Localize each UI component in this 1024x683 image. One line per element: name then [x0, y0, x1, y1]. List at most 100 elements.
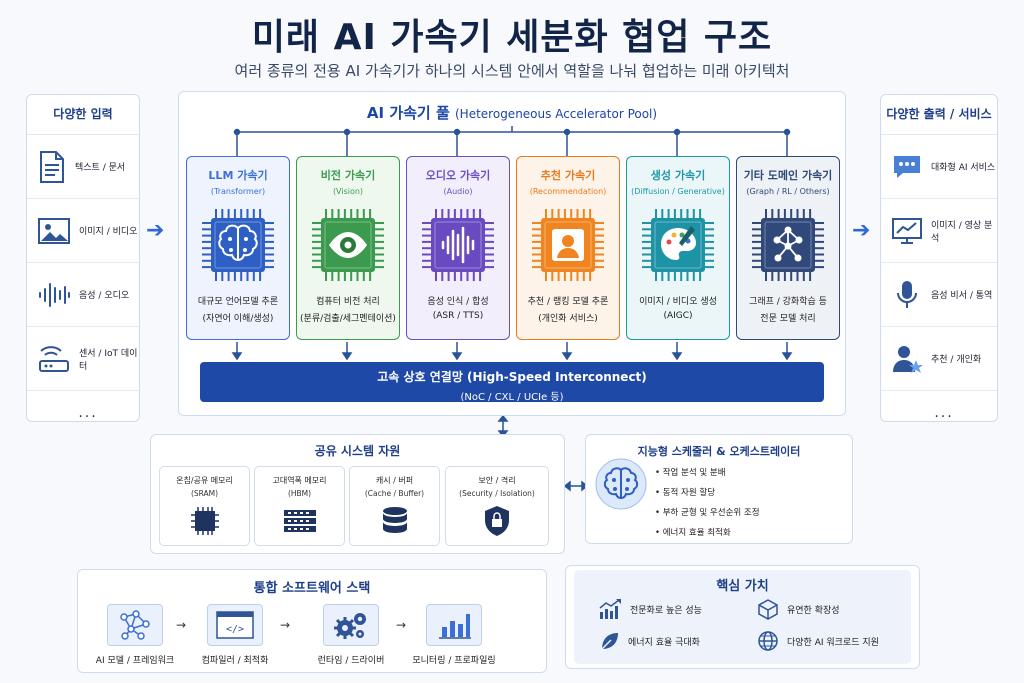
accelerator-en: (Vision)	[332, 187, 364, 196]
accelerator-name: 비전 가속기	[320, 169, 376, 182]
accelerator-card: LLM 가속기(Transformer) 대규모 언어모델 추론(자연어 이해/…	[186, 156, 290, 340]
accelerator-desc: 이미지 / 비디오 생성	[639, 297, 717, 307]
pool-shared-connector	[497, 416, 509, 436]
chip-icon	[529, 206, 607, 284]
accelerator-desc-sub: (자연어 이해/생성)	[202, 314, 274, 324]
value-label: 전문화로 높은 성능	[630, 605, 702, 616]
core-values-inner	[574, 570, 911, 664]
document-icon	[40, 150, 64, 183]
chip-icon	[749, 206, 827, 284]
more-dots: ...	[78, 405, 98, 421]
output-label: 추천 / 개인화	[931, 355, 982, 365]
chat-bubble-icon	[894, 155, 920, 178]
accelerator-desc-sub: 전문 모델 처리	[760, 314, 816, 324]
values-title: 핵심 가치	[716, 579, 769, 594]
eye-icon	[312, 209, 384, 281]
palette-icon	[642, 209, 714, 281]
code-window-icon: </>	[216, 611, 254, 639]
resource-label: 온칩/공유 메모리	[176, 476, 233, 485]
output-item-voice: 음성 비서 / 통역	[881, 263, 997, 327]
accelerator-desc: 컴퓨터 비전 처리	[316, 297, 380, 307]
outputs-title: 다양한 출력 / 서비스	[881, 95, 997, 135]
output-item-chat: 대화형 AI 서비스	[881, 135, 997, 199]
interconnect-sub: (NoC / CXL / UCIe 등)	[460, 392, 564, 403]
value-label: 유연한 확장성	[787, 605, 840, 616]
sw-label: AI 모델 / 프레임워크	[95, 656, 175, 666]
waveform-icon	[422, 209, 494, 281]
accelerator-name: 생성 가속기	[650, 169, 706, 182]
pool-bus-lines	[233, 126, 791, 156]
accelerator-name: 오디오 가속기	[425, 169, 491, 182]
resource-sub: (SRAM)	[190, 489, 219, 498]
accelerator-name: 추천 가속기	[540, 169, 596, 182]
resource-label: 캐시 / 버퍼	[375, 476, 414, 485]
sw-box-monitor	[426, 604, 482, 646]
router-icon	[39, 345, 69, 372]
brain-icon	[202, 209, 274, 281]
input-item-sensor: 센서 / IoT 데이터	[27, 327, 139, 391]
svg-text:</>: </>	[226, 624, 244, 635]
accelerator-name: 기타 도메인 가속기	[743, 169, 833, 182]
sw-box-runtime	[323, 604, 379, 646]
orchestrator-item: 에너지 효율 최적화	[655, 526, 760, 538]
input-item-audio: 음성 / 오디오	[27, 263, 139, 327]
output-item-recommend: 추천 / 개인화	[881, 327, 997, 391]
user-star-icon	[893, 345, 923, 373]
orchestrator-item: 부하 균형 및 우선순위 조정	[655, 506, 760, 518]
outputs-panel: 다양한 출력 / 서비스 대화형 AI 서비스 이미지 / 영상 분석 음성 비…	[880, 94, 998, 422]
resource-hbm: 고대역폭 메모리 (HBM)	[254, 466, 345, 546]
sw-box-compiler: </>	[207, 604, 263, 646]
accelerator-en: (Recommendation)	[529, 187, 607, 196]
database-icon	[382, 507, 407, 533]
accelerator-card: 오디오 가속기(Audio) 음성 인식 / 합성(ASR / TTS)	[406, 156, 510, 340]
sw-label: 런타임 / 드라이버	[317, 656, 385, 666]
cube-network-icon	[758, 599, 778, 620]
image-icon	[38, 217, 70, 244]
input-label: 음성 / 오디오	[79, 291, 130, 301]
sw-label: 모니터링 / 프로파일링	[412, 656, 496, 666]
more-dots: ...	[934, 405, 954, 421]
value-item: 전문화로 높은 성능	[598, 598, 702, 620]
input-item-more: ...	[27, 391, 139, 435]
pool-title-en: (Heterogeneous Accelerator Pool)	[455, 107, 658, 121]
resource-sub: (Security / Isolation)	[459, 489, 535, 498]
output-label: 대화형 AI 서비스	[931, 163, 996, 173]
accelerator-desc-sub: (개인화 서비스)	[538, 314, 598, 324]
value-label: 다양한 AI 워크로드 지원	[787, 637, 879, 648]
shared-orch-connector	[565, 480, 587, 492]
resource-cache: 캐시 / 버퍼 (Cache / Buffer)	[349, 466, 440, 546]
accelerator-en: (Audio)	[443, 187, 473, 196]
accelerator-en: (Diffusion / Generative)	[631, 187, 725, 196]
accelerator-desc-sub: (분류/검출/세그멘테이션)	[300, 314, 396, 324]
output-label: 음성 비서 / 통역	[931, 291, 993, 301]
chip-icon	[199, 206, 277, 284]
output-item-more: ...	[881, 391, 997, 435]
accelerator-desc: 음성 인식 / 합성	[427, 297, 489, 307]
accelerator-desc: 그래프 / 강화학습 등	[749, 297, 827, 307]
accelerator-card: 생성 가속기 (Diffusion / Generative) 이미지 / 비디오…	[626, 156, 730, 340]
globe-icon	[758, 631, 778, 651]
waveform-icon	[39, 282, 70, 307]
memory-stack-icon	[283, 510, 316, 532]
chip-icon	[190, 507, 219, 535]
input-label: 이미지 / 비디오	[79, 227, 138, 237]
chip-icon	[309, 206, 387, 284]
inputs-panel: 다양한 입력 텍스트 / 문서 이미지 / 비디오 음성 / 오디오 센서 / …	[26, 94, 140, 422]
brain-circuit-icon	[595, 458, 647, 510]
interconnect-title: 고속 상호 연결망 (High-Speed Interconnect)	[377, 370, 647, 384]
graph-icon	[752, 209, 824, 281]
accelerator-card: 기타 도메인 가속기(Graph / RL / Others) 그래프 / 강화…	[736, 156, 840, 340]
sw-box-model	[107, 604, 163, 646]
interconnect-bar: 고속 상호 연결망 (High-Speed Interconnect) (NoC…	[200, 362, 824, 403]
resource-sub: (Cache / Buffer)	[364, 489, 425, 498]
network-graph-icon	[120, 610, 150, 640]
accelerator-en: (Transformer)	[210, 187, 266, 196]
accelerator-card: 추천 가속기(Recommendation) 추천 / 랭킹 모델 추론(개인화…	[516, 156, 620, 340]
chip-icon	[419, 206, 497, 284]
accelerator-name: LLM 가속기	[208, 169, 268, 182]
orchestrator-list: 작업 분석 및 분배 동적 자원 할당 부하 균형 및 우선순위 조정 에너지 …	[655, 466, 760, 546]
monitor-chart-icon	[892, 217, 922, 244]
software-title: 통합 소프트웨어 스택	[253, 581, 371, 596]
accelerator-card: 비전 가속기 (Vision) 컴퓨터 비전 처리 (분류/검출/세그멘테이션)	[296, 156, 400, 340]
sw-label: 컴파일러 / 최적화	[201, 656, 269, 666]
